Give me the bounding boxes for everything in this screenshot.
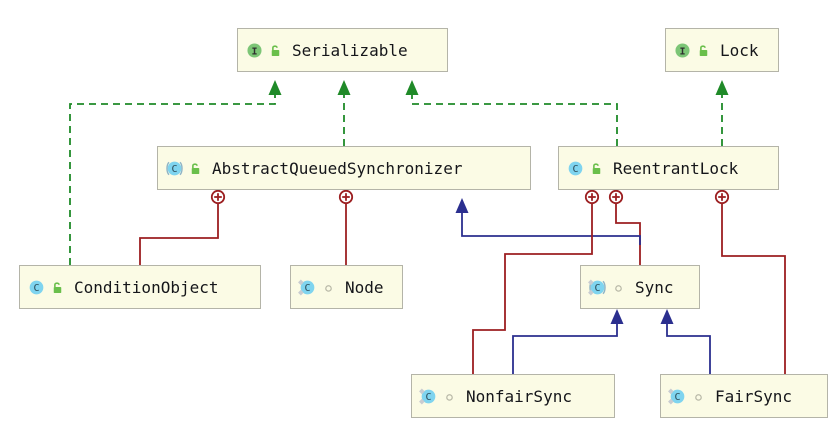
class-node-reentrantlock[interactable]: C ReentrantLock xyxy=(558,146,779,190)
package-private-icon xyxy=(446,393,453,401)
inner-class-marker xyxy=(338,189,354,205)
class-node-sync[interactable]: C Sync xyxy=(580,265,700,309)
class-node-label: Sync xyxy=(635,277,674,297)
unlock-icon xyxy=(271,44,280,56)
class-node-lock[interactable]: I Lock xyxy=(665,28,779,72)
class-node-aqs[interactable]: C AbstractQueuedSynchronizer xyxy=(157,146,531,190)
edge-reentrantlock-to-fairsync-inner[interactable] xyxy=(714,189,786,374)
edge-reentrantlock-to-lock-implements[interactable] xyxy=(715,80,729,146)
arrowhead xyxy=(610,309,624,324)
unlock-icon xyxy=(699,44,708,56)
package-private-icon xyxy=(325,284,332,292)
edge-aqs-to-conditionobj-inner[interactable] xyxy=(139,189,226,265)
package-private-icon xyxy=(695,393,702,401)
interface-icon: I xyxy=(247,42,262,58)
arrowhead xyxy=(660,309,674,324)
inner-class-marker xyxy=(210,189,226,205)
svg-text:C: C xyxy=(33,283,39,294)
class-node-label: ReentrantLock xyxy=(613,158,739,178)
class-node-label: FairSync xyxy=(715,386,793,406)
package-private-icon xyxy=(615,284,622,292)
arrowhead xyxy=(405,80,419,95)
class-node-label: Serializable xyxy=(292,40,408,60)
inner-class-marker xyxy=(584,189,600,205)
svg-text:I: I xyxy=(679,46,685,57)
class-node-label: ConditionObject xyxy=(74,277,219,297)
class-node-label: Lock xyxy=(720,40,759,60)
class-node-node[interactable]: C Node xyxy=(290,265,403,309)
arrowhead xyxy=(455,198,469,213)
class-node-conditionobj[interactable]: C ConditionObject xyxy=(19,265,261,309)
edge-sync-to-aqs-extends[interactable] xyxy=(455,198,641,245)
class-node-serializable[interactable]: I Serializable xyxy=(237,28,448,72)
arrowhead xyxy=(268,80,282,95)
edge-nonfairsync-to-sync-extends[interactable] xyxy=(512,309,624,374)
svg-text:C: C xyxy=(171,164,177,175)
class-icon: C xyxy=(298,279,315,295)
class-node-label: Node xyxy=(345,277,384,297)
class-node-fairsync[interactable]: C FairSync xyxy=(660,374,828,418)
edge-aqs-to-node-inner[interactable] xyxy=(338,189,354,265)
class-icon: C xyxy=(29,280,44,294)
svg-text:C: C xyxy=(674,392,680,403)
arrowhead xyxy=(715,80,729,95)
edge-reentrantlock-to-serializable-implements[interactable] xyxy=(405,80,618,146)
class-node-nonfairsync[interactable]: C NonfairSync xyxy=(411,374,615,418)
inner-class-marker xyxy=(608,189,624,205)
unlock-icon xyxy=(191,162,200,174)
class-node-label: NonfairSync xyxy=(466,386,572,406)
svg-text:C: C xyxy=(425,392,431,403)
svg-text:C: C xyxy=(572,164,578,175)
svg-text:C: C xyxy=(594,283,600,294)
interface-icon: I xyxy=(675,42,690,58)
unlock-icon xyxy=(53,281,62,293)
class-icon: C xyxy=(588,279,606,295)
class-icon: C xyxy=(166,161,183,175)
class-icon: C xyxy=(568,161,583,175)
inner-class-marker xyxy=(714,189,730,205)
svg-text:C: C xyxy=(304,283,310,294)
unlock-icon xyxy=(592,162,601,174)
class-icon: C xyxy=(668,388,685,404)
svg-text:I: I xyxy=(251,46,257,57)
edge-reentrantlock-to-nonfairsync-inner[interactable] xyxy=(472,189,600,374)
edge-aqs-to-serializable-implements[interactable] xyxy=(337,80,351,146)
class-icon: C xyxy=(419,388,436,404)
edge-conditionobj-to-serializable-implements[interactable] xyxy=(69,80,282,265)
edge-reentrantlock-to-sync-inner[interactable] xyxy=(608,189,641,265)
arrowhead xyxy=(337,80,351,95)
edge-fairsync-to-sync-extends[interactable] xyxy=(660,309,711,374)
class-node-label: AbstractQueuedSynchronizer xyxy=(212,158,463,178)
